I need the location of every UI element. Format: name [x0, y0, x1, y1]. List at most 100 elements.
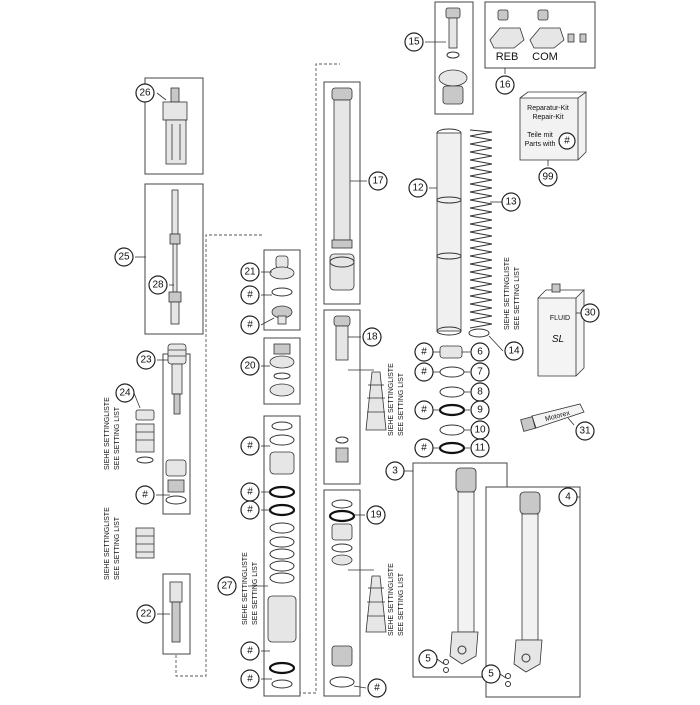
part-4-outer-tube-right [513, 491, 543, 673]
callout-hash-6: # [414, 342, 434, 362]
svg-text:#: # [247, 646, 253, 657]
part-15-fork-cap [438, 7, 468, 105]
setting-list-de-5: SIEHE SETTINGLISTE [388, 563, 395, 636]
callout-7: 7 [470, 362, 490, 382]
callout-23: 23 [136, 350, 156, 370]
part-5-screw-right [505, 673, 511, 679]
part-16-adjusters [489, 9, 587, 49]
svg-text:28: 28 [152, 280, 164, 291]
callout-28: 28 [148, 275, 168, 295]
callout-hash-27a: # [240, 436, 260, 456]
part-7-ring [439, 366, 465, 378]
callout-hash-19: # [367, 678, 387, 698]
routing-line-left [175, 234, 264, 677]
svg-text:#: # [247, 320, 253, 331]
setting-list-en-2: SEE SETTING LIST [114, 516, 121, 580]
callout-14: 14 [504, 341, 524, 361]
setting-list-en-4: SEE SETTING LIST [398, 372, 405, 436]
svg-text:15: 15 [408, 37, 420, 48]
callout-9: 9 [470, 400, 490, 420]
callout-hash-27b: # [240, 482, 260, 502]
callout-30: 30 [580, 303, 600, 323]
callout-22: 22 [136, 604, 156, 624]
part-21-valve [269, 255, 295, 325]
label-reb: REB [496, 51, 519, 63]
part-22-cartridge-bottom [169, 581, 183, 643]
part-19-base-valve [328, 499, 356, 688]
callout-4: 4 [558, 487, 578, 507]
svg-text:7: 7 [477, 367, 483, 378]
callout-hash-7: # [414, 362, 434, 382]
repair-kit-line-1: Reparatur-Kit [527, 105, 569, 112]
svg-text:26: 26 [139, 88, 151, 99]
svg-text:#: # [421, 367, 427, 378]
setting-list-en-6: SEE SETTING LIST [514, 266, 521, 330]
setting-list-en-3: SEE SETTING LIST [252, 561, 259, 625]
part-11-seal [438, 441, 466, 455]
part-5-screw-left [443, 659, 449, 665]
callout-19: 19 [366, 505, 386, 525]
can-label: SL [552, 334, 564, 345]
callout-24: 24 [115, 383, 135, 403]
svg-text:10: 10 [474, 425, 486, 436]
callout-hash-27c: # [240, 500, 260, 520]
svg-text:#: # [421, 347, 427, 358]
part-25-piston-rod [168, 189, 182, 325]
svg-text:18: 18 [366, 332, 378, 343]
callout-13: 13 [501, 192, 521, 212]
part-26-cartridge-top [162, 87, 188, 165]
setting-list-de-2: SIEHE SETTINGLISTE [104, 507, 111, 580]
svg-text:99: 99 [542, 172, 554, 183]
part-27-mid-valve-stack [267, 421, 297, 689]
setting-list-de-6: SIEHE SETTINGLISTE [504, 257, 511, 330]
part-9-seal [438, 403, 466, 417]
part-31-grease-tube [520, 403, 585, 432]
svg-text:21: 21 [244, 267, 256, 278]
callout-hash-11: # [414, 438, 434, 458]
part-10-ring [439, 424, 465, 436]
callout-11: 11 [470, 438, 490, 458]
svg-text:#: # [247, 505, 253, 516]
svg-text:4: 4 [565, 492, 571, 503]
svg-text:31: 31 [579, 426, 591, 437]
part-spring-taper-lower [365, 575, 387, 633]
repair-kit-line-3: Teile mit [527, 132, 553, 139]
part-5-washer-right [505, 681, 511, 687]
part-30-oil-can [537, 283, 585, 377]
svg-text:#: # [247, 290, 253, 301]
part-22-lower-stack [135, 527, 155, 559]
svg-text:#: # [247, 441, 253, 452]
callout-hash-27d: # [240, 641, 260, 661]
svg-text:#: # [421, 443, 427, 454]
setting-list-de-1: SIEHE SETTINGLISTE [104, 397, 111, 470]
svg-text:25: 25 [118, 252, 130, 263]
callout-15: 15 [404, 32, 424, 52]
callout-16: 16 [495, 75, 515, 95]
svg-text:11: 11 [475, 443, 486, 454]
svg-text:20: 20 [244, 361, 256, 372]
svg-text:#: # [374, 683, 380, 694]
callout-3: 3 [385, 461, 405, 481]
setting-list-de-4: SIEHE SETTINGLISTE [388, 363, 395, 436]
can-brand: FLUID [550, 315, 570, 322]
spring-coil [469, 129, 493, 329]
callout-8: 8 [470, 382, 490, 402]
part-13-spring [469, 129, 493, 329]
svg-text:#: # [421, 405, 427, 416]
part-20-piston [269, 343, 295, 397]
label-com: COM [532, 51, 558, 63]
callout-hash-21b: # [240, 315, 260, 335]
svg-text:17: 17 [372, 176, 384, 187]
svg-text:#: # [247, 487, 253, 498]
callout-25: 25 [114, 247, 134, 267]
callout-5-right: 5 [481, 664, 501, 684]
callout-hash-27e: # [240, 669, 260, 689]
svg-text:13: 13 [505, 197, 517, 208]
callout-20: 20 [240, 356, 260, 376]
svg-text:30: 30 [584, 308, 596, 319]
part-18-outer-cartridge [333, 315, 351, 463]
callout-31: 31 [575, 421, 595, 441]
svg-text:22: 22 [140, 609, 152, 620]
svg-text:14: 14 [508, 346, 520, 357]
